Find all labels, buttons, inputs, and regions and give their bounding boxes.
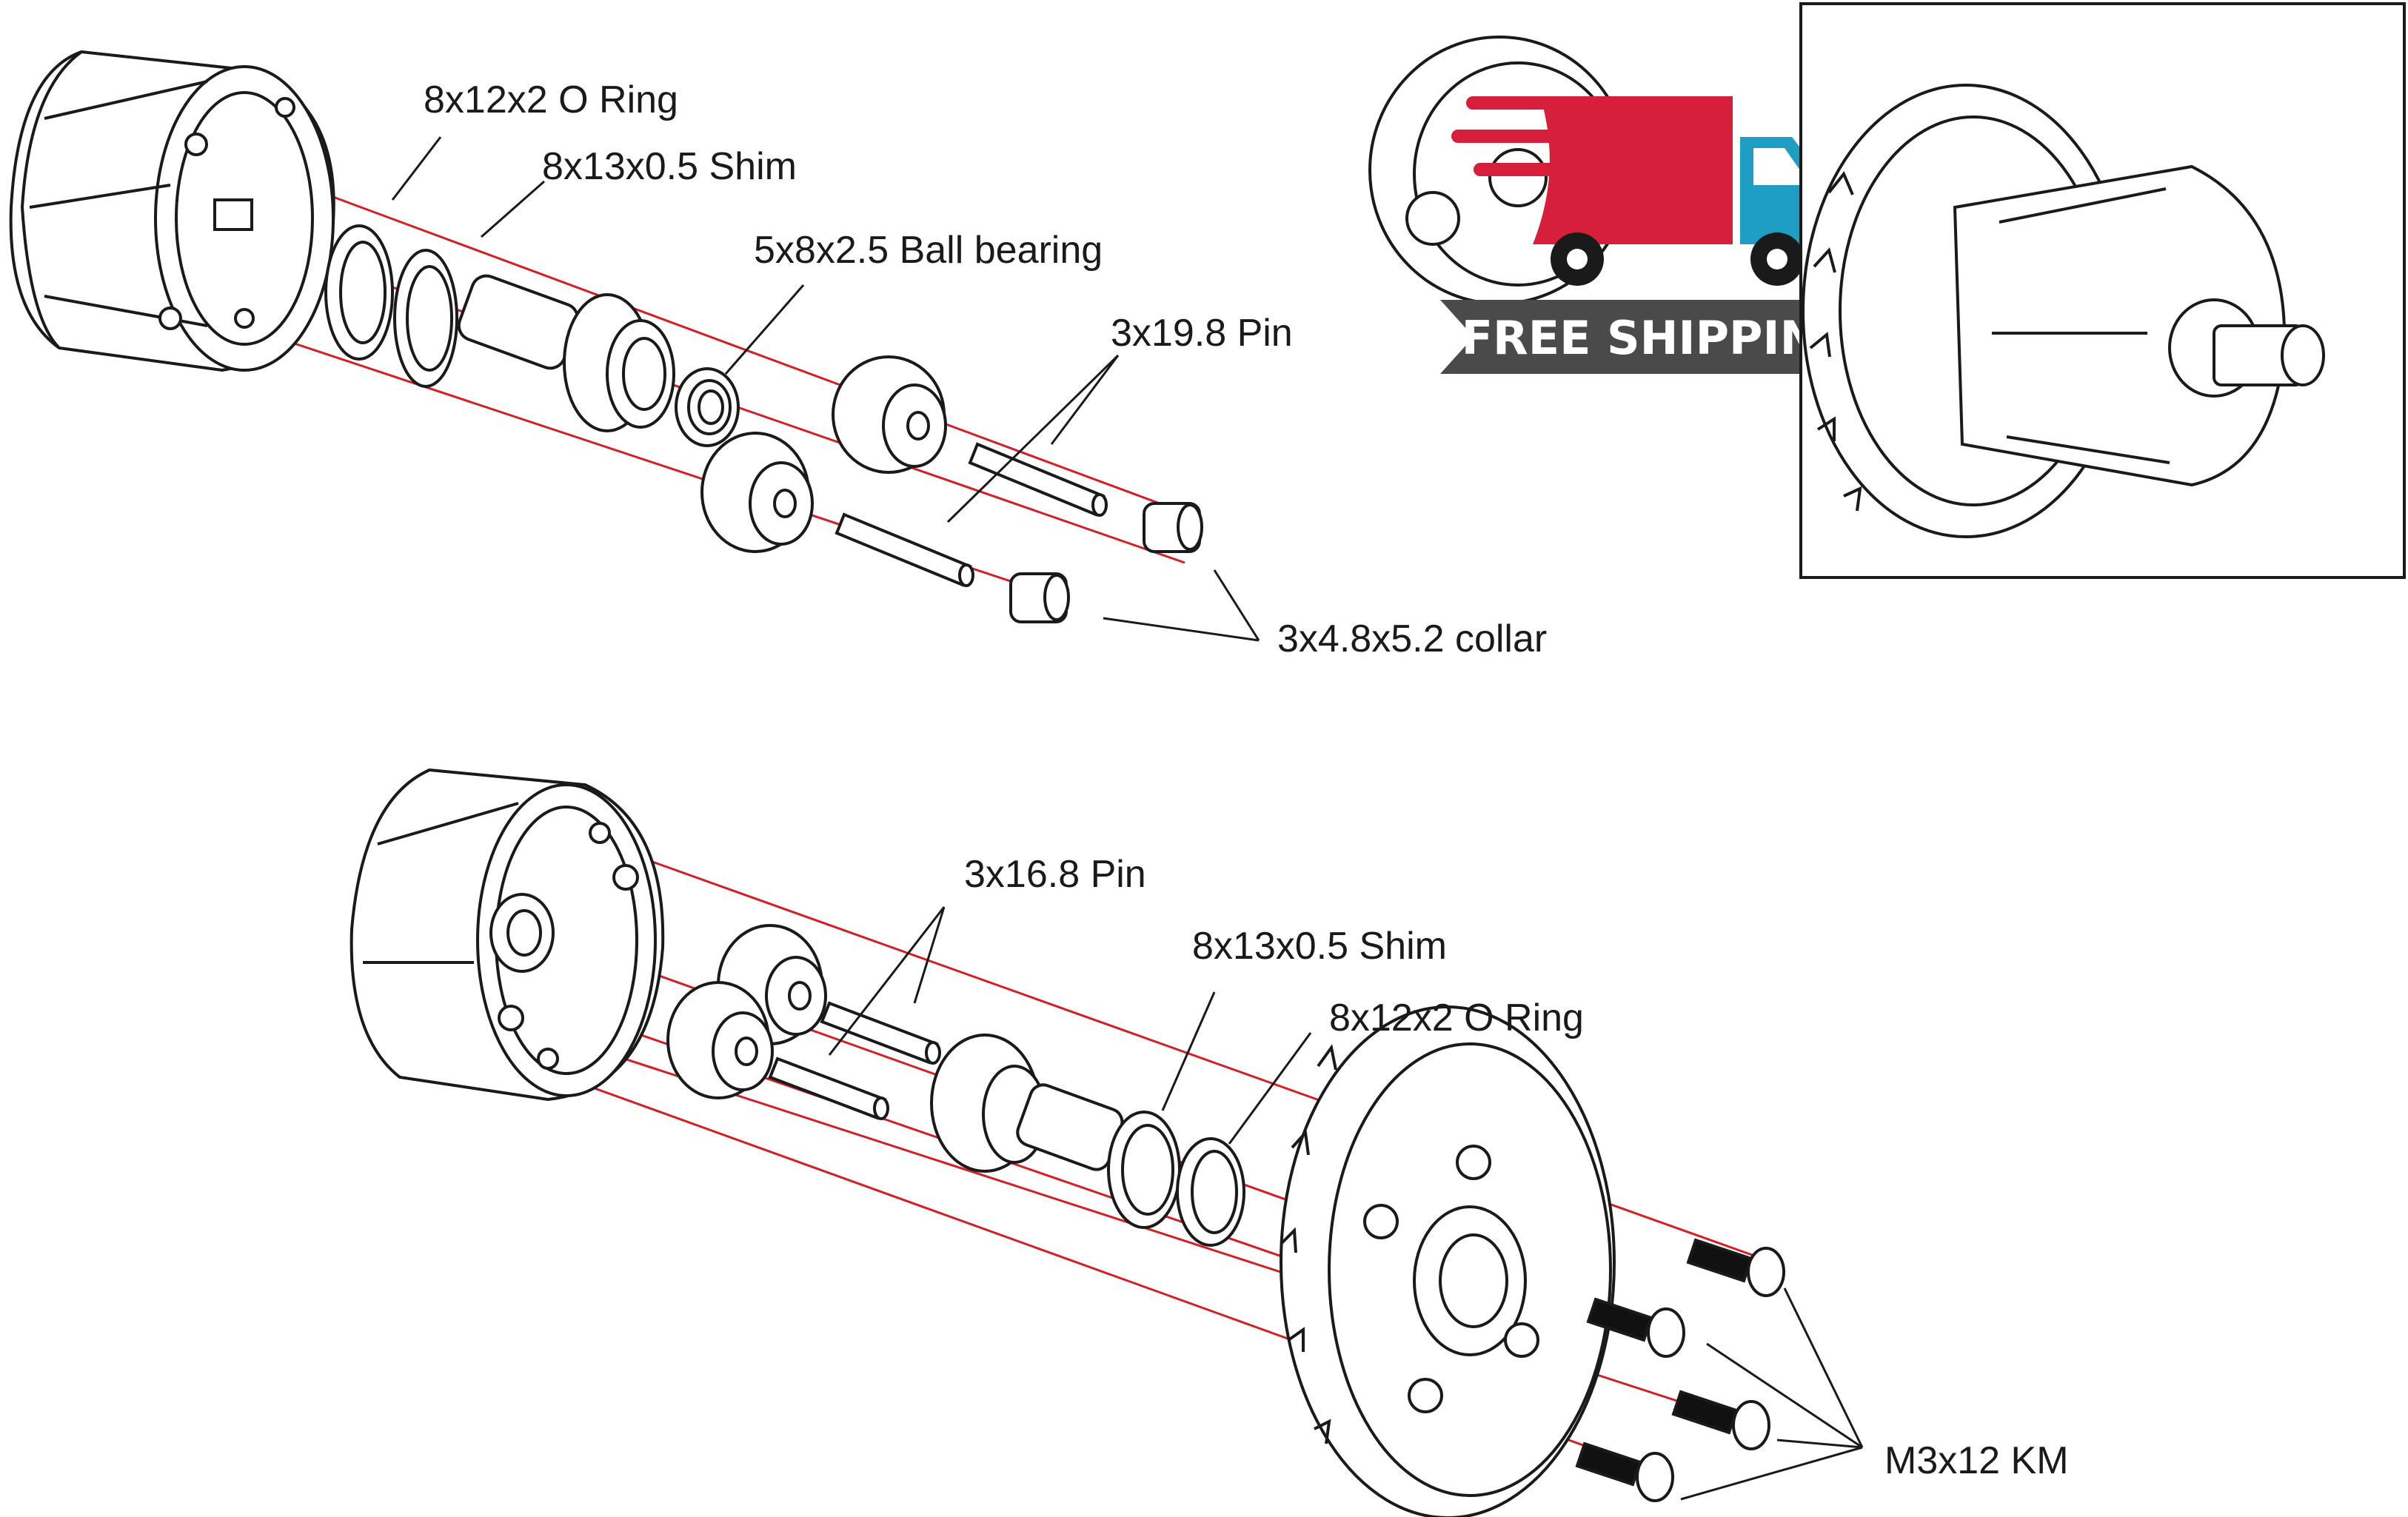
label-top-bearing: 5x8x2.5 Ball bearing xyxy=(754,229,1103,272)
bottom-ring-gear xyxy=(1280,1005,1616,1517)
label-bottom-pin: 3x16.8 Pin xyxy=(964,853,1146,896)
bottom-pin-1 xyxy=(820,1001,941,1065)
bottom-screw-2 xyxy=(1586,1297,1685,1358)
bottom-leader-lines xyxy=(828,906,1864,1501)
label-bottom-shim: 8x13x0.5 Shim xyxy=(1192,925,1447,968)
top-spider-gear-2 xyxy=(700,432,814,553)
label-top-shim: 8x13x0.5 Shim xyxy=(542,145,797,188)
top-housing xyxy=(9,50,335,372)
bottom-screw-4 xyxy=(1575,1441,1674,1502)
assembled-differential-icon xyxy=(1802,84,2325,538)
free-shipping-badge: FREE SHIPPING xyxy=(1368,36,1873,374)
bottom-side-gear xyxy=(930,1034,1124,1173)
bottom-screw-3 xyxy=(1671,1390,1770,1450)
badge-text: FREE SHIPPING xyxy=(1462,311,1856,365)
top-pin-1 xyxy=(968,442,1108,517)
top-side-gear xyxy=(457,274,675,432)
top-exploded-assembly: 8x12x2 O Ring 8x13x0.5 Shim 5x8x2.5 Ball… xyxy=(9,50,1547,660)
top-collar-1 xyxy=(1143,502,1203,553)
top-ball-bearing xyxy=(675,367,740,447)
bottom-screw-1 xyxy=(1686,1238,1785,1297)
bottom-o-ring xyxy=(1176,1137,1245,1247)
top-leader-lines xyxy=(391,136,1260,642)
badge-ribbon xyxy=(1440,300,1873,374)
label-top-collar: 3x4.8x5.2 collar xyxy=(1277,617,1547,660)
assembled-differential-inset xyxy=(1799,2,2406,579)
bottom-shim xyxy=(1107,1111,1181,1229)
bottom-exploded-assembly: 3x16.8 Pin 8x13x0.5 Shim 8x12x2 O Ring M… xyxy=(350,768,2069,1517)
bottom-pin-2 xyxy=(768,1056,889,1120)
top-pin-2 xyxy=(835,512,974,587)
top-o-ring xyxy=(324,224,394,361)
bottom-housing xyxy=(350,768,665,1102)
top-shim xyxy=(393,249,458,388)
label-bottom-o-ring: 8x12x2 O Ring xyxy=(1329,997,1584,1039)
label-top-pin: 3x19.8 Pin xyxy=(1111,312,1293,355)
top-spider-gear-1 xyxy=(832,355,947,474)
label-bottom-screw: M3x12 KM xyxy=(1884,1439,2069,1482)
label-top-o-ring: 8x12x2 O Ring xyxy=(424,78,678,121)
bottom-spider-gear-2 xyxy=(666,981,774,1099)
top-collar-2 xyxy=(1009,572,1070,623)
